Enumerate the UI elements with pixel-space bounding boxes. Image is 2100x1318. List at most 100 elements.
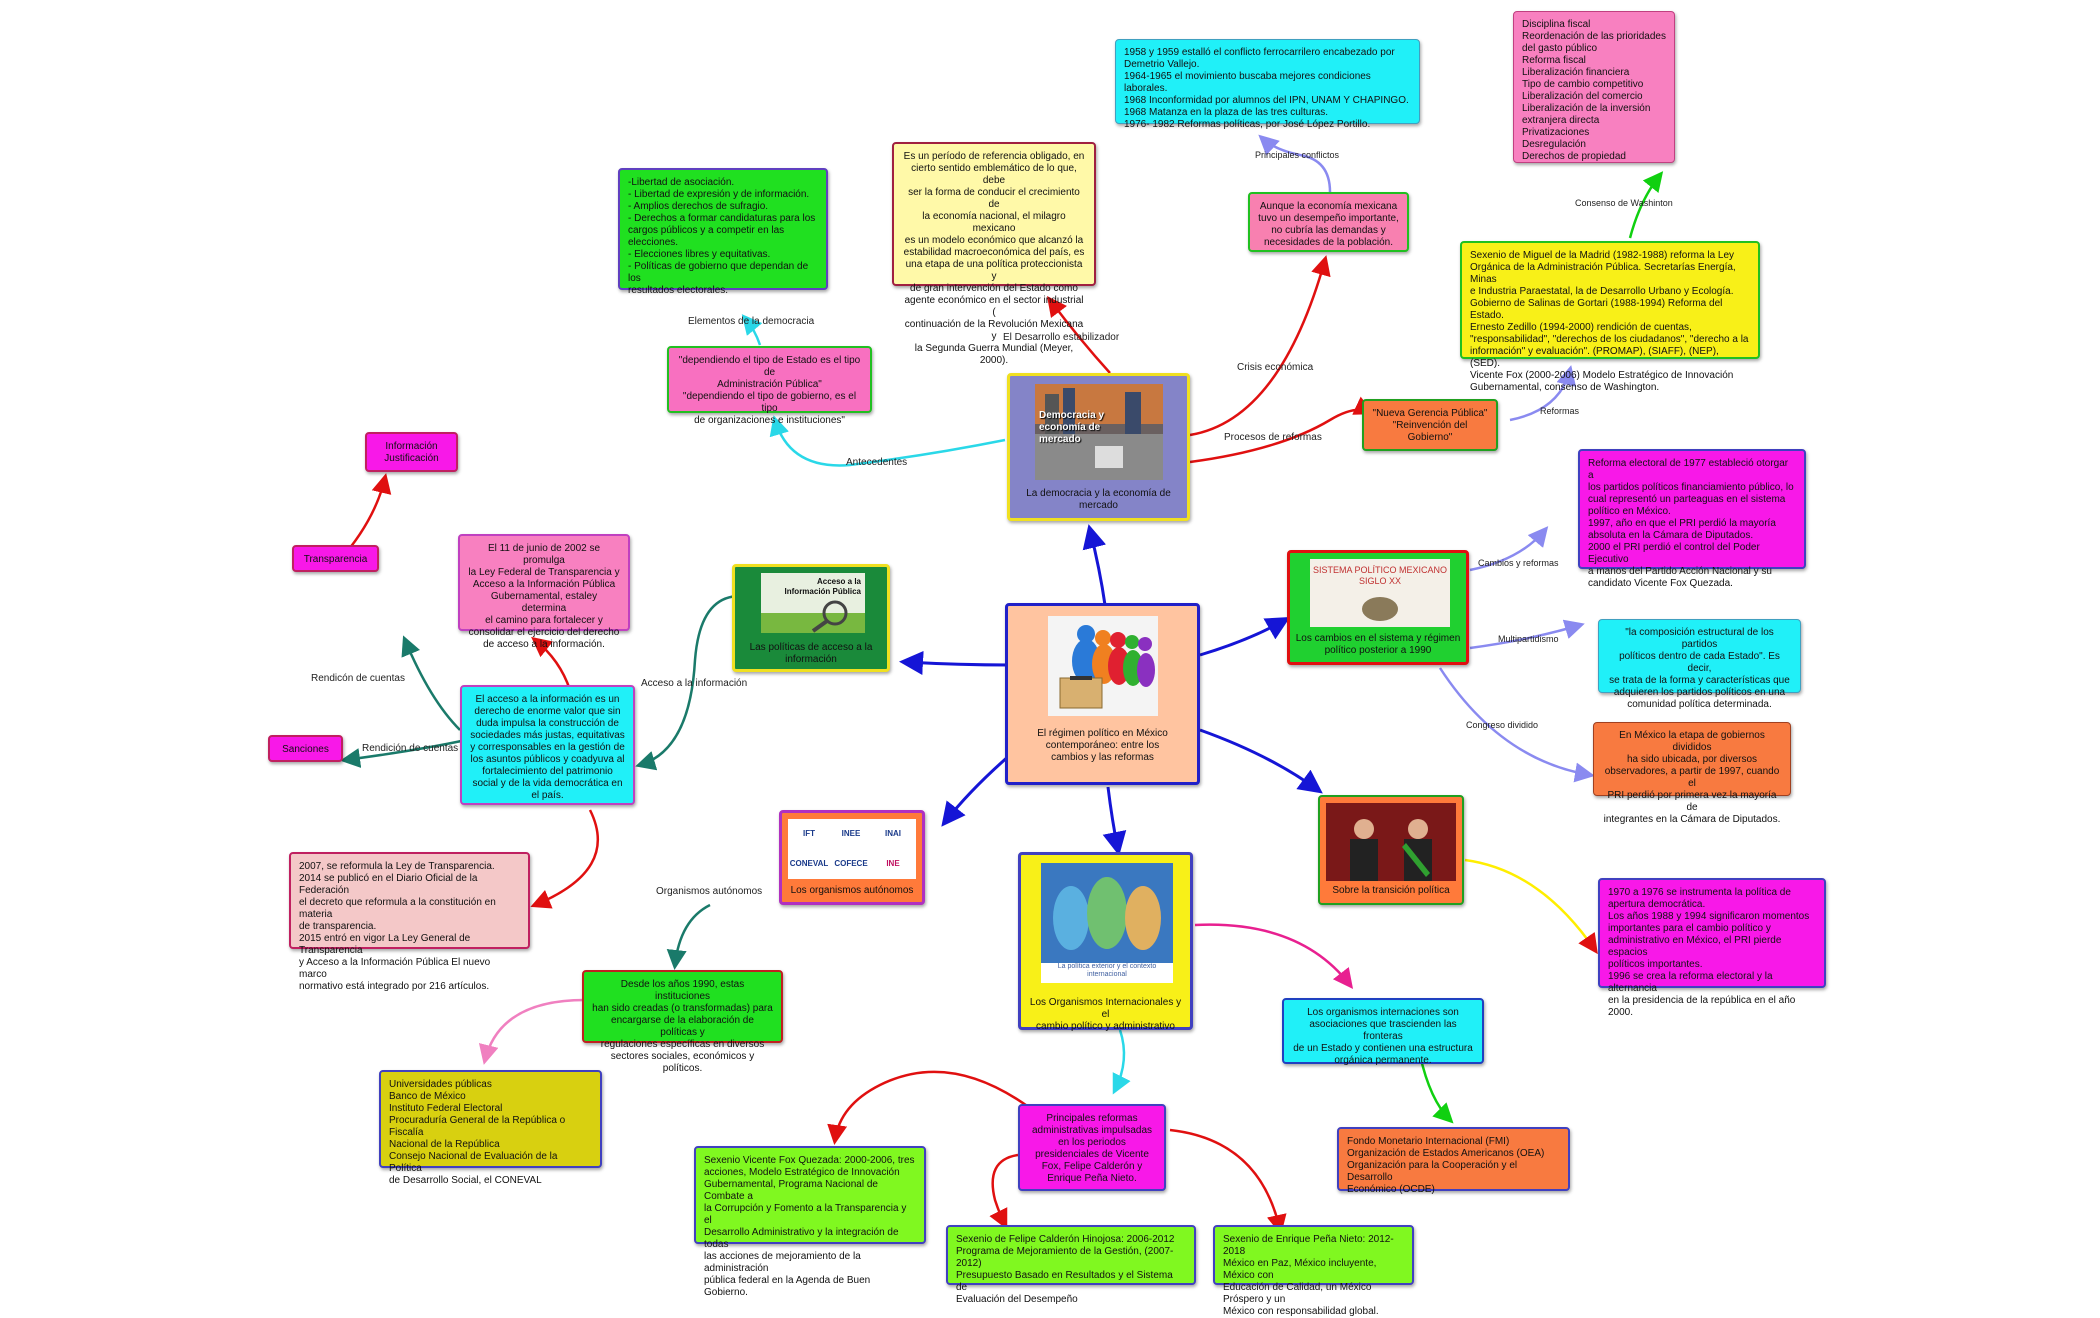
conflicto-text: 1958 y 1959 estalló el conflicto ferroca…: [1124, 47, 1409, 130]
node-transparencia[interactable]: Transparencia: [292, 545, 379, 572]
node-conflicto[interactable]: 1958 y 1959 estalló el conflicto ferroca…: [1115, 39, 1420, 130]
transicion-title: Sobre la transición política: [1332, 885, 1450, 896]
label-desarrollo: El Desarrollo estabilizador: [1003, 332, 1120, 343]
internacionales-image-text: La política exterior y el contexto inter…: [1041, 963, 1173, 983]
ley-2002-text: El 11 de junio de 2002 se promulga la Le…: [468, 543, 620, 650]
node-aunque[interactable]: Aunque la economía mexicana tuvo un dese…: [1248, 192, 1409, 252]
acceso-derecho-text: El acceso a la información es un derecho…: [470, 694, 625, 801]
democracia-image-text: Democracia y economía de mercado: [1039, 410, 1105, 445]
logo-inai: INAI: [885, 829, 901, 838]
universidades-text: Universidades públicas Banco de México I…: [389, 1079, 566, 1186]
node-democracia[interactable]: Democracia y economía de mercado La demo…: [1007, 373, 1190, 521]
label-elementos: Elementos de la democracia: [688, 316, 815, 327]
principales-reformas-text: Principales reformas administrativas imp…: [1031, 1113, 1153, 1184]
acceso-image: Acceso a la Información Pública: [761, 573, 865, 633]
informacion-text: Información Justificación: [384, 441, 439, 464]
node-composicion[interactable]: "la composición estructural de los parti…: [1598, 619, 1801, 710]
node-sexenio-miguel[interactable]: Sexenio de Miguel de la Madrid (1982-198…: [1460, 241, 1760, 393]
node-acceso-derecho[interactable]: El acceso a la información es un derecho…: [460, 685, 635, 805]
node-sanciones[interactable]: Sanciones: [268, 735, 343, 762]
transparencia-text: Transparencia: [303, 554, 368, 565]
label-principales-conflictos: Principales conflictos: [1255, 150, 1340, 160]
hands-globe-illustration: [1041, 863, 1173, 963]
label-acceso-info: Acceso a la información: [641, 678, 748, 689]
node-libertad[interactable]: -Libertad de asociación. - Libertad de e…: [618, 168, 828, 296]
democracia-image: Democracia y economía de mercado: [1035, 384, 1163, 480]
city-illustration: [1035, 384, 1163, 480]
ballot-people-illustration: [1059, 625, 1155, 709]
node-informacion[interactable]: Información Justificación: [365, 432, 458, 472]
libertad-text: -Libertad de asociación. - Libertad de e…: [628, 177, 816, 296]
dependiendo-text: "dependiendo el tipo de Estado es el tip…: [678, 355, 861, 426]
fmi-text: Fondo Monetario Internacional (FMI) Orga…: [1347, 1136, 1545, 1195]
node-principales-reformas[interactable]: Principales reformas administrativas imp…: [1018, 1104, 1166, 1191]
disciplina-text: Disciplina fiscal Reordenación de las pr…: [1522, 19, 1666, 162]
node-universidades[interactable]: Universidades públicas Banco de México I…: [379, 1070, 602, 1186]
sistema-title: Los cambios en el sistema y régimen polí…: [1295, 633, 1461, 656]
node-ley-2007[interactable]: 2007, se reformula la Ley de Transparenc…: [289, 852, 530, 992]
fox-text: Sexenio Vicente Fox Quezada: 2000-2006, …: [704, 1155, 915, 1298]
nueva-gerencia-text: "Nueva Gerencia Pública" "Reinvención de…: [1372, 408, 1488, 443]
periodo-text: Es un período de referencia obligado, en…: [903, 151, 1085, 366]
logo-ift: IFT: [803, 829, 815, 838]
logo-cofece: COFECE: [834, 859, 868, 868]
node-sistema[interactable]: SISTEMA POLÍTICO MEXICANO SIGLO XX Los c…: [1287, 550, 1469, 665]
organismos-int-text: Los organismos internaciones son asociac…: [1293, 1007, 1473, 1066]
label-multipartidismo: Multipartidismo: [1498, 634, 1559, 644]
1970-text: 1970 a 1976 se instrumenta la política d…: [1608, 887, 1810, 1018]
autonomos-logos: IFT INEE INAI CONEVAL COFECE INE: [788, 819, 916, 879]
node-disciplina[interactable]: Disciplina fiscal Reordenación de las pr…: [1513, 11, 1675, 163]
node-1970[interactable]: 1970 a 1976 se instrumenta la política d…: [1598, 878, 1826, 1018]
label-antecedentes: Antecedentes: [846, 457, 908, 468]
node-organismos-int[interactable]: Los organismos internaciones son asociac…: [1282, 998, 1484, 1066]
label-rendicion2: Rendición de cuentas: [362, 743, 459, 754]
node-calderon[interactable]: Sexenio de Felipe Calderón Hinojosa: 200…: [946, 1225, 1196, 1305]
aunque-text: Aunque la economía mexicana tuvo un dese…: [1258, 201, 1399, 248]
label-consenso: Consenso de Washinton: [1575, 198, 1673, 208]
node-desde-1990[interactable]: Desde los años 1990, estas instituciones…: [582, 970, 783, 1074]
sistema-image-text: SISTEMA POLÍTICO MEXICANO SIGLO XX: [1312, 565, 1448, 586]
acceso-image-text: Acceso a la Información Pública: [784, 577, 861, 596]
magnifier-illustration: [761, 600, 865, 633]
sexenio-miguel-text: Sexenio de Miguel de la Madrid (1982-198…: [1470, 250, 1749, 393]
transicion-image: [1326, 803, 1456, 881]
pena-text: Sexenio de Enrique Peña Nieto: 2012- 201…: [1223, 1234, 1394, 1317]
logo-coneval: CONEVAL: [789, 859, 829, 868]
node-pena[interactable]: Sexenio de Enrique Peña Nieto: 2012- 201…: [1213, 1225, 1414, 1317]
sistema-image: SISTEMA POLÍTICO MEXICANO SIGLO XX: [1310, 559, 1450, 627]
node-nueva-gerencia[interactable]: "Nueva Gerencia Pública" "Reinvención de…: [1362, 399, 1498, 451]
central-image: [1048, 616, 1158, 716]
node-transicion[interactable]: Sobre la transición política: [1318, 795, 1464, 905]
node-ley-2002[interactable]: El 11 de junio de 2002 se promulga la Le…: [458, 534, 630, 650]
label-organismos-aut: Organismos autónomos: [656, 886, 763, 897]
desde-1990-text: Desde los años 1990, estas instituciones…: [592, 979, 773, 1074]
internacionales-image: La política exterior y el contexto inter…: [1041, 863, 1173, 983]
sanciones-text: Sanciones: [282, 744, 329, 755]
label-congreso: Congreso dividido: [1466, 720, 1539, 730]
label-procesos: Procesos de reformas: [1224, 432, 1322, 443]
central-title: El régimen político en México contemporá…: [1037, 728, 1168, 763]
node-dependiendo[interactable]: "dependiendo el tipo de Estado es el tip…: [667, 346, 872, 426]
internacionales-title: Los Organismos Internacionales y el camb…: [1029, 997, 1182, 1032]
node-fmi[interactable]: Fondo Monetario Internacional (FMI) Orga…: [1337, 1127, 1570, 1195]
ley-2007-text: 2007, se reformula la Ley de Transparenc…: [299, 861, 496, 992]
label-crisis: Crisis económica: [1237, 362, 1314, 373]
node-autonomos[interactable]: IFT INEE INAI CONEVAL COFECE INE Los org…: [779, 810, 925, 905]
label-cambios: Cambios y reformas: [1478, 558, 1559, 568]
gobiernos-divididos-text: En México la etapa de gobiernos dividido…: [1603, 730, 1781, 825]
presidents-photo: [1326, 803, 1456, 881]
eagle-emblem: [1362, 597, 1398, 621]
label-rendicion1: Rendicón de cuentas: [311, 673, 405, 684]
central-node[interactable]: El régimen político en México contemporá…: [1005, 603, 1200, 785]
calderon-text: Sexenio de Felipe Calderón Hinojosa: 200…: [956, 1234, 1175, 1305]
logo-inee: INEE: [841, 829, 861, 838]
node-gobiernos-divididos[interactable]: En México la etapa de gobiernos dividido…: [1593, 722, 1791, 825]
node-periodo[interactable]: Es un período de referencia obligado, en…: [892, 142, 1096, 366]
node-fox[interactable]: Sexenio Vicente Fox Quezada: 2000-2006, …: [694, 1146, 926, 1298]
node-acceso[interactable]: Acceso a la Información Pública Las polí…: [732, 564, 890, 672]
democracia-title: La democracia y la economía de mercado: [1026, 488, 1171, 511]
node-reforma-1977[interactable]: Reforma electoral de 1977 estableció oto…: [1578, 449, 1806, 589]
node-internacionales[interactable]: La política exterior y el contexto inter…: [1018, 852, 1193, 1032]
label-reformas: Reformas: [1540, 406, 1580, 416]
